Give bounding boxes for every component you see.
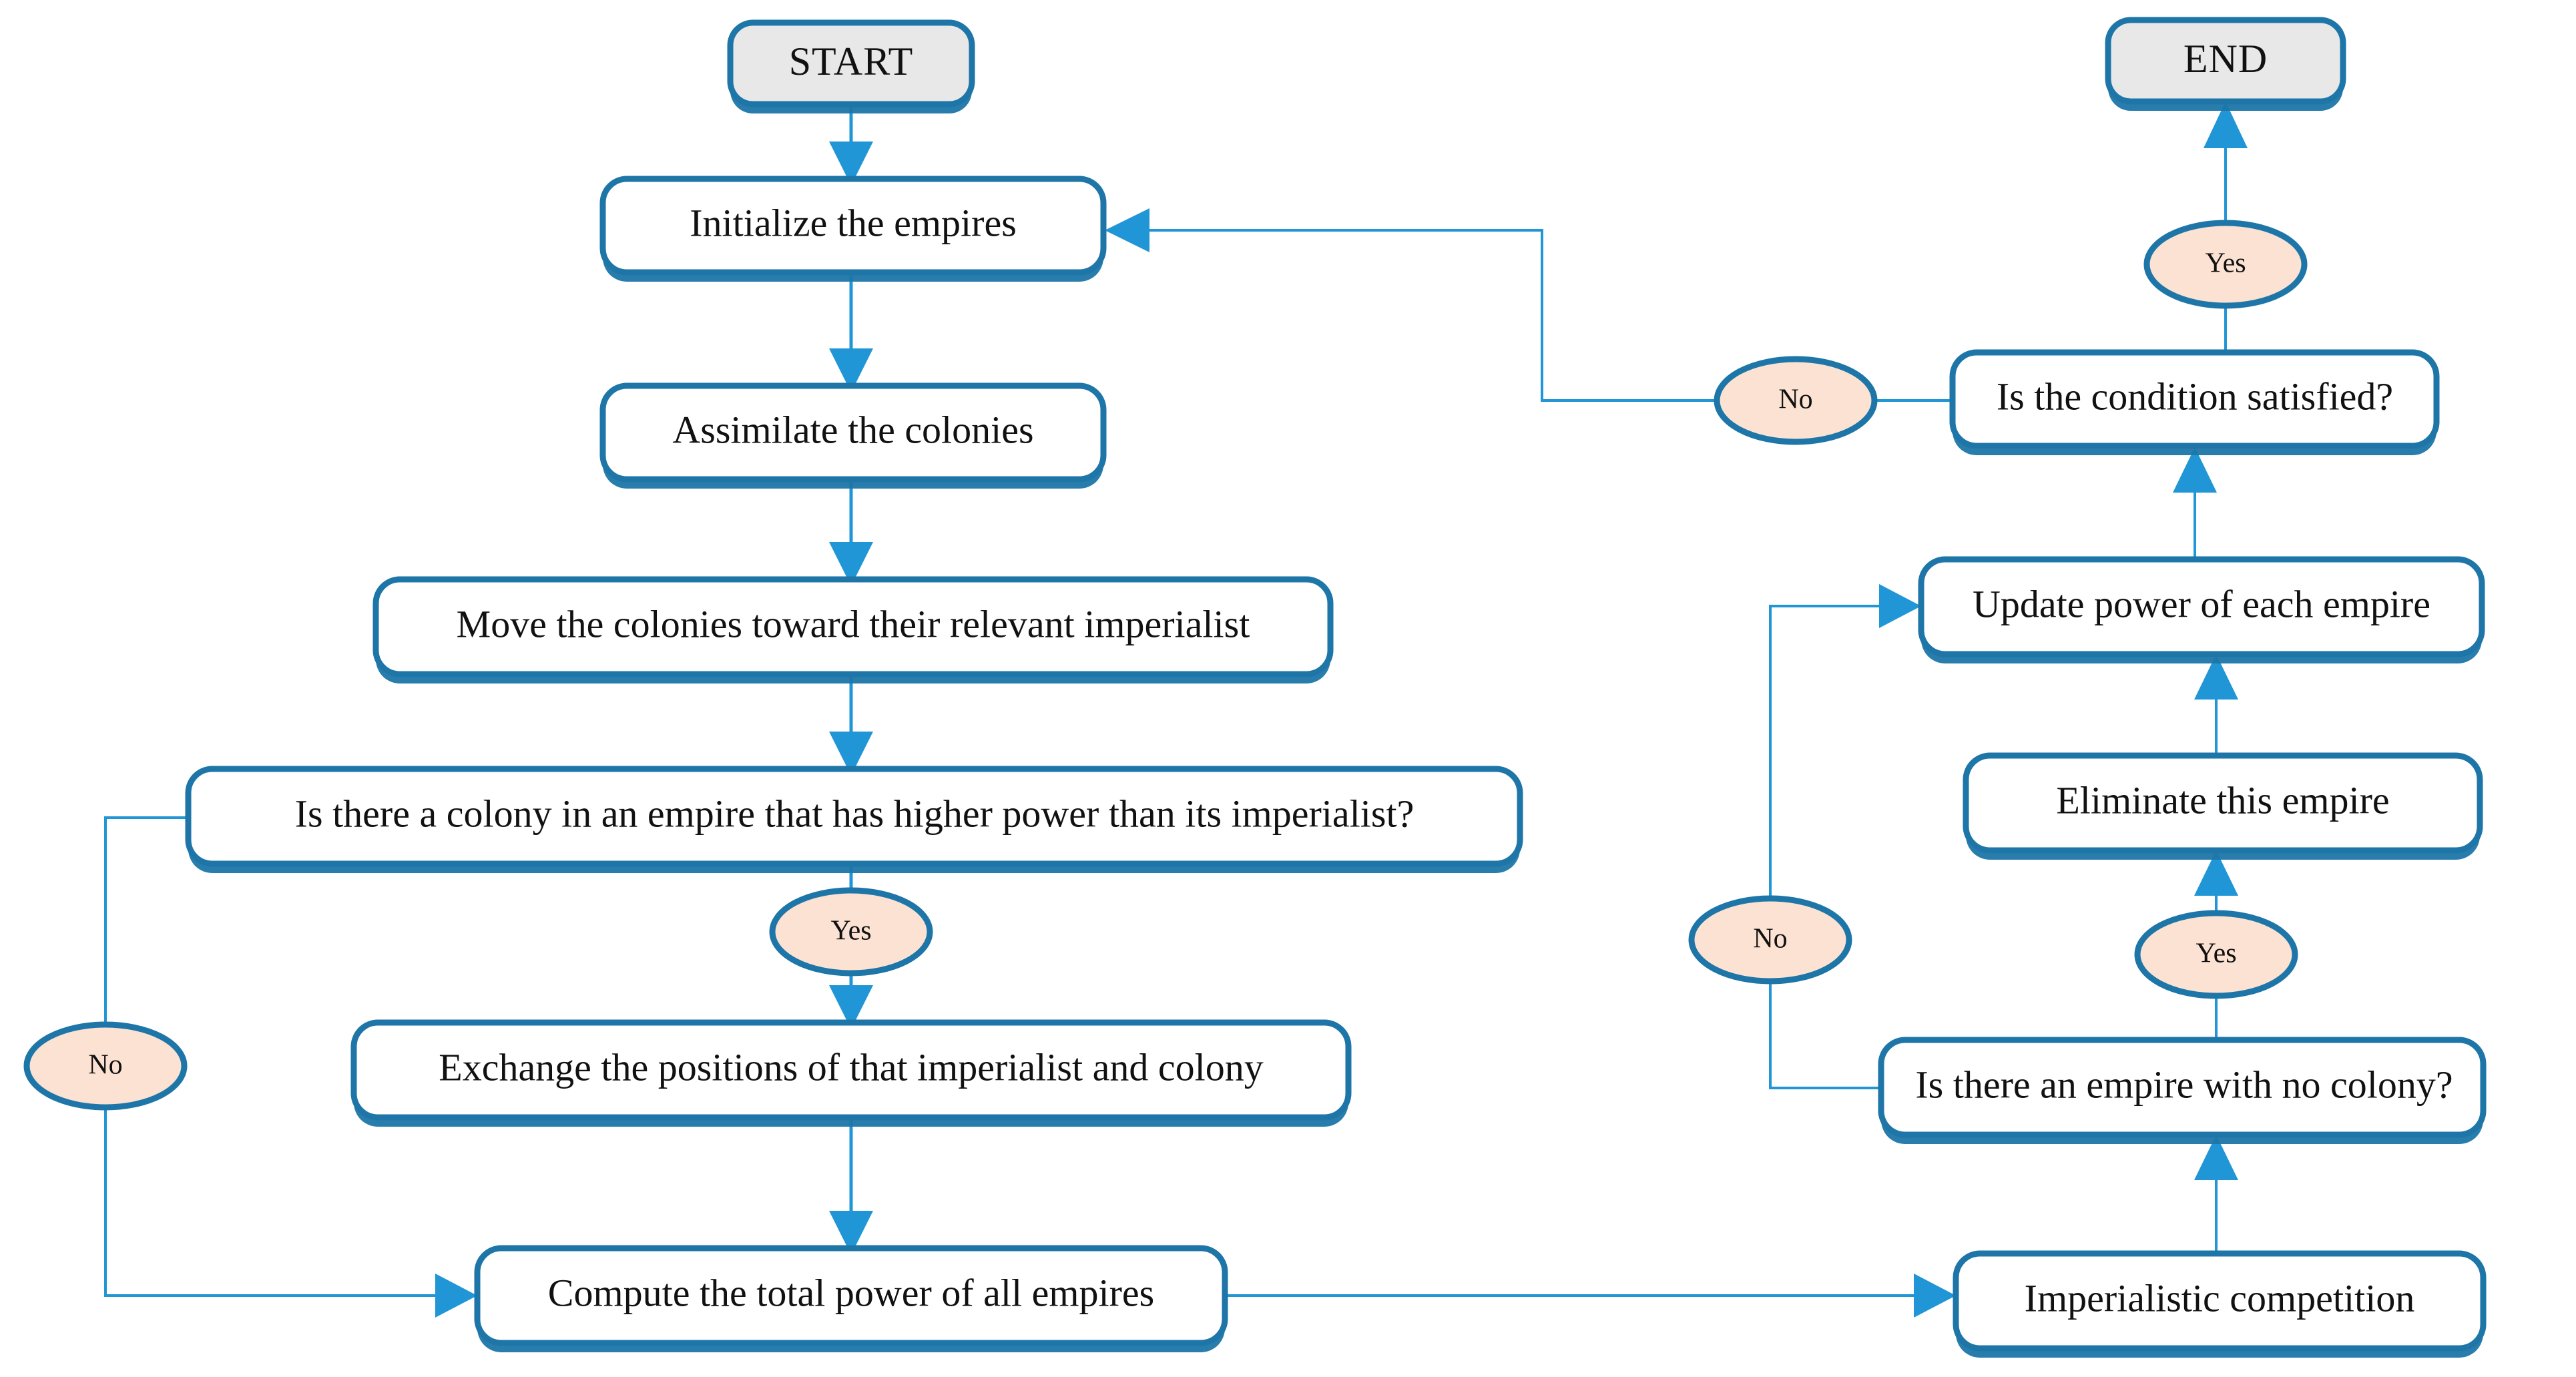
decision-label-no-condition-text: No <box>1778 384 1812 415</box>
node-initialize-empires-label: Initialize the empires <box>690 201 1017 244</box>
edge-move-to-higher <box>829 674 873 776</box>
node-higher-power-decision-label: Is there a colony in an empire that has … <box>295 792 1414 835</box>
decision-label-no-higher-power[interactable]: No <box>23 1021 188 1111</box>
node-compute-total-power-shape <box>474 1245 1228 1346</box>
node-imperialistic-competition-shape <box>1953 1250 2487 1352</box>
node-empire-no-colony-decision[interactable]: Is there an empire with no colony? <box>1878 1037 2487 1144</box>
decision-label-yes-higher-power-shape <box>769 887 933 977</box>
decision-label-no-colony[interactable]: No <box>1688 895 1852 985</box>
decision-label-yes-colony-text: Yes <box>2196 938 2236 969</box>
decision-label-no-colony-text: No <box>1753 924 1787 954</box>
node-exchange-positions-shape <box>350 1019 1352 1121</box>
decision-label-layer: Yes No No Yes No Yes <box>23 220 2308 1111</box>
edge-eliminate-to-update <box>2194 654 2238 756</box>
node-move-colonies[interactable]: Move the colonies toward their relevant … <box>372 576 1334 683</box>
edge-start-to-init <box>829 104 873 186</box>
node-assimilate-colonies[interactable]: Assimilate the colonies <box>599 382 1107 489</box>
decision-label-yes-colony[interactable]: Yes <box>2134 910 2298 999</box>
decision-label-yes-condition[interactable]: Yes <box>2143 220 2308 309</box>
node-end-shape <box>2105 17 2346 105</box>
node-move-colonies-shape <box>372 576 1334 677</box>
node-start-label: START <box>789 39 914 83</box>
node-assimilate-colonies-shape <box>599 382 1107 483</box>
decision-label-yes-higher-power[interactable]: Yes <box>769 887 933 977</box>
decision-label-yes-condition-shape <box>2143 220 2308 309</box>
decision-label-yes-colony-shape <box>2134 910 2298 999</box>
decision-label-no-colony-shape <box>1688 895 1852 985</box>
decision-label-no-condition[interactable]: No <box>1714 356 1878 445</box>
decision-label-yes-higher-power-text: Yes <box>830 916 871 946</box>
edge-update-to-condition <box>2173 447 2217 559</box>
decision-label-yes-condition-text: Yes <box>2205 248 2246 279</box>
node-condition-satisfied-decision-label: Is the condition satisfied? <box>1997 374 2393 418</box>
node-higher-power-decision-shape <box>185 766 1523 867</box>
edge-exchange-to-compute <box>829 1117 873 1255</box>
node-start[interactable]: START <box>727 19 975 113</box>
node-eliminate-empire-shape <box>1963 752 2483 854</box>
node-exchange-positions[interactable]: Exchange the positions of that imperiali… <box>350 1019 1352 1127</box>
node-initialize-empires-shape <box>599 176 1107 276</box>
node-higher-power-decision[interactable]: Is there a colony in an empire that has … <box>185 766 1523 873</box>
node-imperialistic-competition[interactable]: Imperialistic competition <box>1953 1250 2487 1358</box>
node-start-shape <box>727 19 975 107</box>
node-initialize-empires[interactable]: Initialize the empires <box>599 176 1107 282</box>
node-end[interactable]: END <box>2105 17 2346 111</box>
node-move-colonies-label: Move the colonies toward their relevant … <box>457 602 1250 645</box>
node-compute-total-power-label: Compute the total power of all empires <box>548 1271 1154 1314</box>
node-empire-no-colony-decision-shape <box>1878 1037 2487 1138</box>
node-end-label: END <box>2183 37 2268 81</box>
edge-imperial-to-nocolony <box>2194 1135 2238 1254</box>
node-eliminate-empire-label: Eliminate this empire <box>2056 778 2389 822</box>
node-assimilate-colonies-label: Assimilate the colonies <box>672 408 1033 451</box>
node-update-power[interactable]: Update power of each empire <box>1918 556 2485 663</box>
node-eliminate-empire[interactable]: Eliminate this empire <box>1963 752 2483 860</box>
node-exchange-positions-label: Exchange the positions of that imperiali… <box>439 1045 1263 1089</box>
decision-label-no-higher-power-text: No <box>88 1050 122 1081</box>
node-compute-total-power[interactable]: Compute the total power of all empires <box>474 1245 1228 1352</box>
node-condition-satisfied-decision[interactable]: Is the condition satisfied? <box>1949 349 2440 455</box>
node-empire-no-colony-decision-label: Is there an empire with no colony? <box>1915 1063 2453 1106</box>
node-layer: START Initialize the empires Assimilate … <box>185 17 2487 1358</box>
edge-init-to-assimilate <box>829 272 873 392</box>
node-update-power-label: Update power of each empire <box>1973 582 2430 625</box>
node-imperialistic-competition-label: Imperialistic competition <box>2025 1276 2415 1320</box>
node-condition-satisfied-decision-shape <box>1949 349 2440 449</box>
edge-nocolony-no-to-update <box>1769 584 1921 1089</box>
node-update-power-shape <box>1918 556 2485 657</box>
edge-assimilate-to-move <box>829 479 873 586</box>
decision-label-no-condition-shape <box>1714 356 1878 445</box>
decision-label-no-higher-power-shape <box>23 1021 188 1111</box>
edge-compute-to-imperial <box>1225 1274 1956 1318</box>
